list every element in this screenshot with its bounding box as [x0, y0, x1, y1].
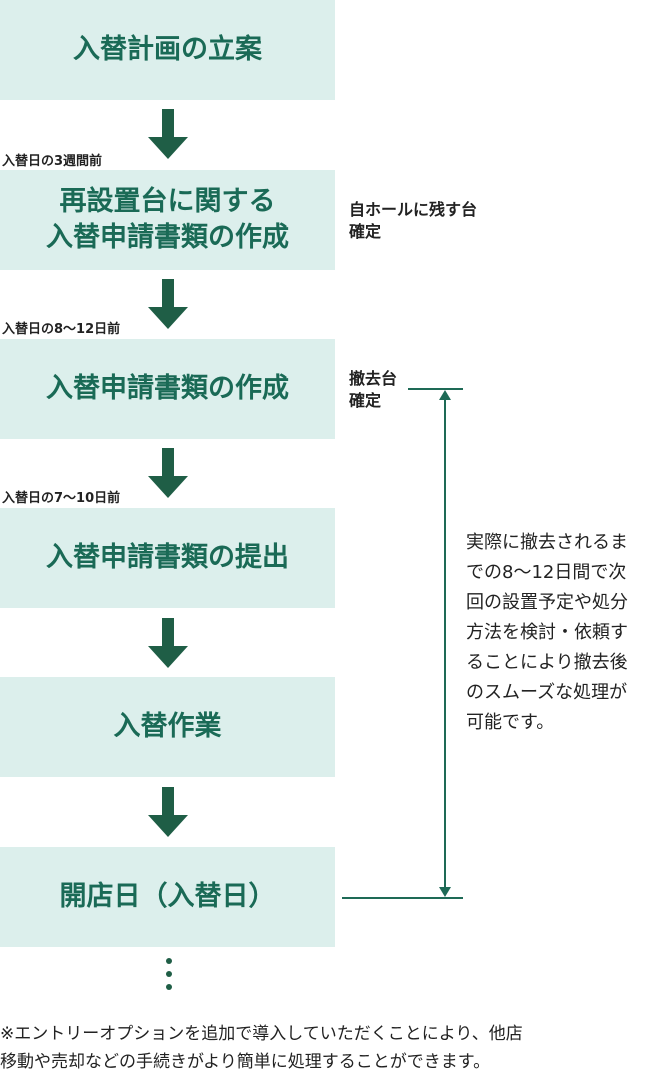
side-label-removal: 撤去台 確定 [349, 368, 397, 412]
side-label-remaining: 自ホールに残す台 確定 [349, 199, 477, 243]
note-line: 実際に撤去されるま [466, 532, 628, 553]
side-label-line: 撤去台 [349, 369, 398, 388]
footnote-line: 移動や売却などの手続きがより簡単に処理することができます。 [0, 1052, 491, 1072]
note-line: ることにより撤去後 [466, 652, 628, 673]
footnote-line: ※エントリーオプションを追加で導入していただくことにより、他店 [0, 1024, 523, 1044]
step-replacement-work: 入替作業 [0, 677, 335, 777]
step-label: 入替申請書類の作成 [46, 222, 289, 253]
note-line: での8〜12日間で次 [466, 562, 627, 583]
note-line: 可能です。 [466, 712, 555, 733]
note-line: 方法を検討・依頼す [466, 622, 628, 643]
timing-label: 入替日の3週間前 [2, 154, 103, 169]
continuation-dots-icon [166, 958, 172, 990]
step-reinstall-docs: 再設置台に関する 入替申請書類の作成 [0, 170, 335, 270]
side-label-line: 確定 [349, 222, 382, 241]
down-arrow-icon [148, 787, 188, 837]
period-explanation: 実際に撤去されるま での8〜12日間で次 回の設置予定や処分 方法を検討・依頼す… [466, 528, 666, 738]
side-label-line: 自ホールに残す台 [349, 200, 478, 219]
down-arrow-icon [148, 618, 188, 668]
step-submit-docs: 入替申請書類の提出 [0, 508, 335, 608]
down-arrow-icon [148, 448, 188, 498]
step-label: 入替計画の立案 [73, 34, 262, 65]
side-label-line: 確定 [349, 391, 382, 410]
footnote: ※エントリーオプションを追加で導入していただくことにより、他店 移動や売却などの… [0, 1020, 668, 1076]
step-plan: 入替計画の立案 [0, 0, 335, 100]
step-label: 入替申請書類の作成 [46, 373, 289, 404]
down-arrow-icon [148, 109, 188, 159]
step-label: 再設置台に関する [59, 186, 276, 217]
step-create-docs: 入替申請書類の作成 [0, 339, 335, 439]
down-arrow-icon [148, 279, 188, 329]
step-label: 入替作業 [113, 711, 222, 742]
step-label: 入替申請書類の提出 [46, 542, 289, 573]
note-line: のスムーズな処理が [466, 682, 628, 703]
step-label: 開店日（入替日） [59, 881, 276, 912]
timing-label: 入替日の8〜12日前 [2, 322, 121, 337]
note-line: 回の設置予定や処分 [466, 592, 628, 613]
step-opening-day: 開店日（入替日） [0, 847, 335, 947]
period-bracket [342, 388, 463, 899]
timing-label: 入替日の7〜10日前 [2, 491, 121, 506]
